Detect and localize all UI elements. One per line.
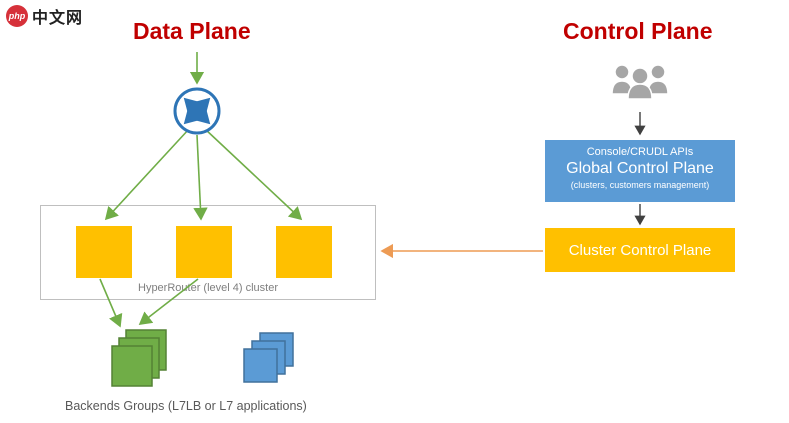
- global-control-plane-note: (clusters, customers management): [570, 180, 710, 190]
- router-node-1: [76, 226, 132, 278]
- php-logo-icon: php: [6, 5, 28, 27]
- blue-backend-stack-icon: [243, 332, 294, 383]
- router-node-3: [276, 226, 332, 278]
- global-control-plane-box: Console/CRUDL APIs Global Control Plane …: [545, 140, 735, 202]
- logo-text: 中文网: [32, 10, 84, 27]
- data-plane-title: Data Plane: [133, 18, 251, 44]
- control-plane-title: Control Plane: [563, 18, 713, 44]
- hyperrouter-cluster-box: HyperRouter (level 4) cluster: [40, 205, 376, 300]
- cluster-control-plane-box: Cluster Control Plane: [545, 228, 735, 272]
- router-icon: [173, 87, 221, 135]
- global-control-plane-title: Global Control Plane: [566, 160, 714, 177]
- site-logo[interactable]: php 中文网: [6, 4, 83, 28]
- global-control-plane-subtitle: Console/CRUDL APIs: [586, 146, 694, 158]
- users-group-icon: [611, 64, 669, 100]
- router-node-2: [176, 226, 232, 278]
- cluster-control-plane-label: Cluster Control Plane: [568, 241, 712, 259]
- backends-groups-caption: Backends Groups (L7LB or L7 applications…: [65, 399, 307, 413]
- hyperrouter-cluster-caption: HyperRouter (level 4) cluster: [138, 282, 278, 294]
- green-backend-stack-icon: [111, 329, 167, 387]
